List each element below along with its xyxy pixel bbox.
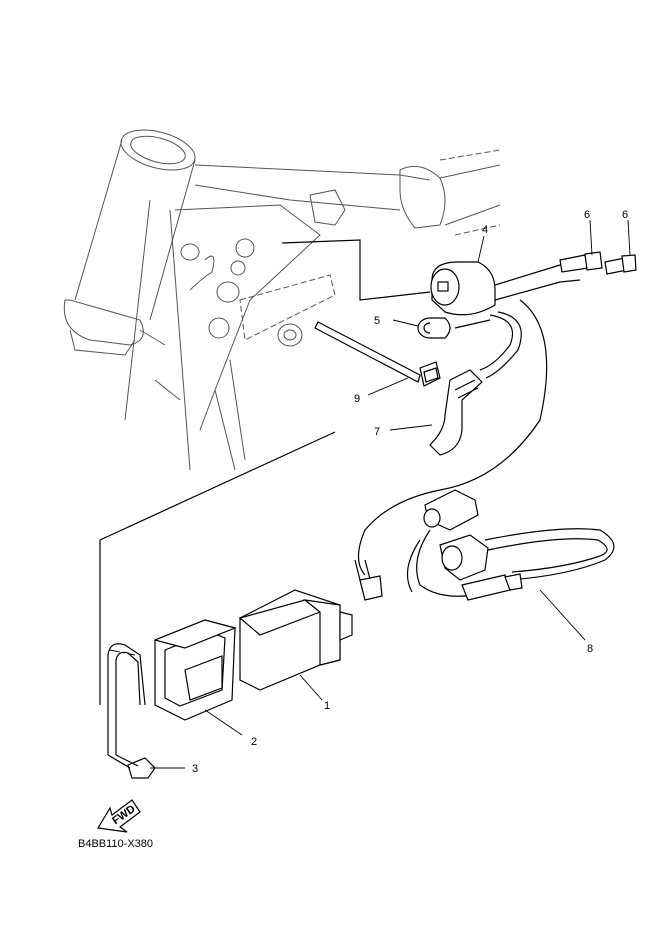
spark-plug-cap (429, 369, 483, 456)
callout-1: 1 (324, 700, 330, 712)
wire-harness (354, 489, 615, 601)
callout-6-left: 6 (584, 209, 590, 221)
callout-labels: 1 2 3 4 5 6 6 7 8 9 (192, 209, 628, 775)
forward-arrow-icon: FWD (97, 799, 141, 833)
callout-7: 7 (374, 426, 380, 438)
assembly-boundary-lines (99, 239, 431, 705)
callout-9: 9 (354, 393, 360, 405)
callout-3: 3 (192, 763, 198, 775)
bolts (559, 251, 637, 275)
ignition-coil (357, 259, 581, 576)
callout-5: 5 (374, 315, 380, 327)
mounting-band (107, 643, 156, 779)
callout-4: 4 (482, 224, 488, 236)
callout-2: 2 (251, 736, 257, 748)
spacer-grommet (417, 317, 491, 339)
rubber-holder (153, 619, 237, 721)
leader-lines (150, 219, 631, 769)
bracket-strip (314, 321, 441, 387)
cdi-unit (238, 589, 353, 691)
motorcycle-frame (63, 129, 501, 471)
callout-8: 8 (587, 643, 593, 655)
diagram-code: B4BB110-X380 (78, 838, 153, 850)
callout-6-right: 6 (622, 209, 628, 221)
